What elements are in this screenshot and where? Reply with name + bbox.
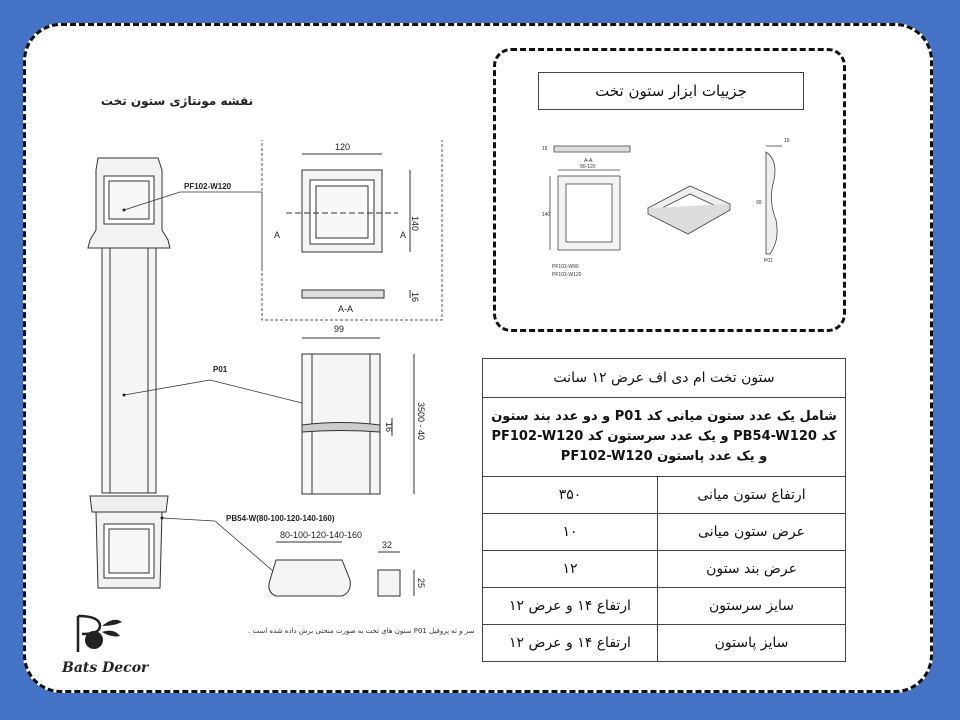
detail-dim-p16: 16 [542, 146, 548, 152]
table-row: سایز پاستون ارتفاع ۱۴ و عرض ۱۲ [482, 624, 846, 662]
table-row: عرض بند ستون ۱۲ [482, 550, 846, 588]
detail-width: 90-120 [580, 164, 596, 170]
drawing-title: نقشه مونتاژی ستون تخت [100, 94, 254, 108]
callout-band: PB54-W(80-100-120-140-160) [226, 514, 335, 523]
drawing-note: سر و ته پروفیل P01 ستون های تخت به صورت … [248, 627, 475, 635]
spec-label: سایز پاستون [657, 624, 846, 662]
assembly-drawing: 120 140 16 A A A-A 99 16 3500 - 40 80-10… [87, 140, 443, 597]
detail-code2: PF102-W120 [552, 272, 582, 278]
detail-drawing: 16 A-A 90-120 140 16 99 PF102-W90 PF102-… [542, 138, 790, 278]
detail-code1: PF102-W90 [552, 264, 579, 270]
section-mark-right: A [400, 230, 406, 240]
dim-shaft-length: 3500 - 40 [416, 402, 426, 440]
bats-decor-logo-icon [76, 614, 122, 652]
table-row: سایز سرستون ارتفاع ۱۴ و عرض ۱۲ [482, 587, 846, 625]
detail-panel [493, 48, 846, 332]
table-row: عرض ستون میانی ۱۰ [482, 513, 846, 551]
spec-label: ارتفاع ستون میانی [657, 476, 846, 514]
spec-label: عرض بند ستون [657, 550, 846, 588]
detail-title: جزییات ابزار ستون تخت [538, 72, 804, 110]
section-aa-label: A-A [338, 304, 353, 314]
detail-height: 140 [542, 212, 551, 218]
dim-shaft-width: 99 [334, 324, 344, 334]
spec-table: ستون تخت ام دی اف عرض ۱۲ سانت شامل یک عد… [482, 358, 846, 662]
spec-heading: ستون تخت ام دی اف عرض ۱۲ سانت [482, 358, 846, 398]
detail-p01-code: P01 [764, 258, 773, 264]
callout-capital: PF102-W120 [184, 182, 232, 191]
spec-value: ۱۲ [482, 550, 658, 588]
dim-cap-width: 120 [335, 142, 350, 152]
spec-value: ۱۰ [482, 513, 658, 551]
dim-band-widths: 80-100-120-140-160 [280, 530, 362, 540]
dim-band-depth: 32 [382, 540, 392, 550]
callout-shaft: P01 [213, 365, 228, 374]
dim-cap-profile: 16 [410, 292, 420, 302]
dim-cap-height: 140 [410, 216, 420, 231]
section-mark-left: A [274, 230, 280, 240]
spec-value: ارتفاع ۱۴ و عرض ۱۲ [482, 624, 658, 662]
dim-shaft-depth: 16 [384, 422, 394, 432]
detail-aa: A-A [584, 158, 593, 164]
spec-value: ارتفاع ۱۴ و عرض ۱۲ [482, 587, 658, 625]
detail-p01-depth: 16 [784, 138, 790, 144]
spec-description: شامل یک عدد ستون میانی کد P01 و دو عدد ب… [482, 397, 846, 477]
spec-label: عرض ستون میانی [657, 513, 846, 551]
brand-name: Bats Decor [62, 660, 149, 676]
spec-value: ۳۵۰ [482, 476, 658, 514]
table-row: ارتفاع ستون میانی ۳۵۰ [482, 476, 846, 514]
detail-p01-width: 99 [756, 200, 762, 206]
spec-label: سایز سرستون [657, 587, 846, 625]
dim-band-height: 25 [416, 578, 426, 588]
